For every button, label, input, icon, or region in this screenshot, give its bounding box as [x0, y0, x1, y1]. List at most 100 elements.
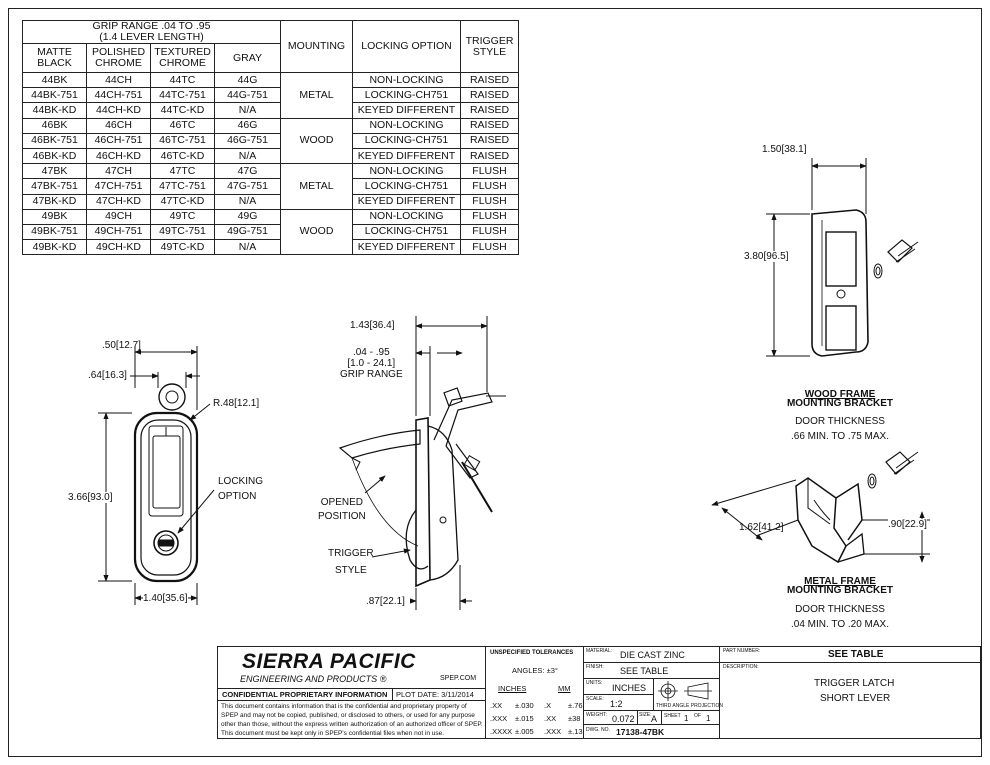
tolerance-angles: ANGLES: ±3°	[512, 666, 558, 675]
mounting-cell: WOOD	[280, 208, 353, 256]
tolerance-value: .XX	[544, 714, 557, 723]
description-caption: DESCRIPTION:	[723, 664, 759, 670]
dim-front-width: 1.40[35.6]	[143, 593, 188, 604]
metal-bracket-title-2: MOUNTING BRACKET	[786, 585, 894, 596]
scale-value: 1:2	[610, 699, 623, 709]
wood-door-thickness: DOOR THICKNESS	[795, 416, 885, 427]
confidential-notice: This document contains information that …	[221, 703, 483, 737]
dim-metal-right: .90[22.9]	[888, 519, 927, 530]
metal-door-thickness: DOOR THICKNESS	[795, 604, 885, 615]
wood-bracket-title: WOOD FRAME	[782, 389, 898, 400]
grip-callout-line3: GRIP RANGE	[340, 369, 403, 380]
tolerance-value: .XXX	[544, 727, 562, 736]
sheet-value: 1	[684, 714, 689, 723]
scale-cell	[584, 695, 654, 711]
description-line1: TRIGGER LATCH	[814, 678, 895, 689]
wood-bracket-title-2: MOUNTING BRACKET	[786, 398, 894, 409]
size-caption: SIZE:	[639, 712, 652, 718]
dim-front-radius: R.48[12.1]	[213, 398, 260, 409]
grip-range-title: GRIP RANGE .04 TO .95	[92, 20, 211, 32]
wood-frame-bracket	[766, 158, 919, 357]
part-number-caption: PART NUMBER:	[723, 648, 761, 654]
dim-metal-left: 1.62[41.2]	[739, 522, 784, 533]
third-angle-projection-icon	[658, 681, 712, 701]
opened-callout-line1: OPENED	[320, 497, 364, 508]
material-cell	[584, 647, 720, 663]
weight-cell	[584, 711, 638, 725]
col-textured-chrome-label: TEXTURED CHROME	[154, 46, 211, 70]
tolerance-value: ±.76	[568, 701, 583, 710]
metal-frame-bracket	[711, 451, 930, 564]
col-gray: GRAY	[214, 43, 281, 74]
trigger-callout-line2: STYLE	[334, 565, 367, 576]
drawing-sheet-border	[8, 8, 982, 757]
grip-range-header: GRIP RANGE .04 TO .95 (1.4 LEVER LENGTH)	[22, 19, 281, 45]
sheet-of-caption: OF	[694, 713, 701, 719]
grip-range-subtitle: (1.4 LEVER LENGTH)	[99, 31, 204, 44]
tolerance-title: UNSPECIFIED TOLERANCES	[490, 650, 574, 656]
material-caption: MATERIAL:	[586, 648, 613, 654]
sheet-caption: SHEET	[664, 713, 681, 719]
dwg-value: 17138-47BK	[616, 727, 665, 737]
dwg-caption: DWG. NO.	[586, 727, 610, 733]
tolerance-value: ±.030	[515, 701, 534, 710]
finish-cell	[584, 663, 720, 679]
tolerance-value: .X	[544, 701, 552, 710]
sheet-cell	[662, 711, 720, 725]
size-cell	[638, 711, 662, 725]
locking-callout-line1: LOCKING	[218, 476, 264, 487]
size-value: A	[651, 714, 658, 724]
projection-label: THIRD ANGLE PROJECTION	[656, 703, 723, 709]
trigger-cell: FLUSH	[460, 163, 519, 180]
confidential-label: CONFIDENTIAL PROPRIETARY INFORMATION	[222, 690, 388, 699]
confidential-cell	[218, 689, 393, 701]
tolerance-value: ±.13	[568, 727, 583, 736]
tolerance-value: .XXX	[490, 714, 508, 723]
dim-wood-height: 3.80[96.5]	[744, 251, 789, 262]
weight-caption: WEIGHT:	[586, 712, 607, 718]
tolerance-value: .XXXX	[490, 727, 513, 736]
col-matte-black-label: MATTE BLACK	[37, 46, 72, 70]
table-cell: 49BK-KD	[22, 239, 87, 256]
wood-title-line1: WOOD FRAME	[804, 389, 876, 400]
col-polished-chrome-label: POLISHED CHROME	[91, 46, 146, 70]
projection-cell	[654, 679, 720, 711]
trigger-callout-line1: TRIGGER	[328, 548, 374, 559]
metal-door-range: .04 MIN. TO .20 MAX.	[791, 619, 889, 630]
material-value: DIE CAST ZINC	[620, 650, 685, 660]
plot-date-cell	[393, 689, 486, 701]
company-website: SPEP.COM	[440, 675, 477, 682]
grip-range-callout: .04 - .95 [1.0 - 24.1] GRIP RANGE	[340, 347, 403, 380]
opened-position-callout: OPENED POSITION	[318, 497, 366, 522]
col-textured-chrome: TEXTURED CHROME	[150, 43, 215, 74]
table-cell: N/A	[214, 239, 281, 256]
tolerance-inches-head: INCHES	[498, 684, 527, 693]
units-value: INCHES	[612, 683, 647, 693]
trigger-cell: FLUSH	[460, 239, 519, 256]
grip-callout-line1: .04 - .95	[352, 347, 390, 358]
dim-front-ring: .64[16.3]	[88, 370, 127, 381]
mounting-cell: METAL	[280, 72, 353, 119]
dim-front-height: 3.66[93.0]	[68, 492, 113, 503]
metal-bracket-title: METAL FRAME	[804, 576, 876, 587]
tolerance-value: ±.005	[515, 727, 534, 736]
weight-value: 0.072	[612, 714, 635, 724]
dim-front-top-width: .50[12.7]	[102, 340, 141, 351]
notice-cell	[218, 701, 486, 739]
units-caption: UNITS:	[586, 680, 603, 686]
company-cell	[218, 647, 486, 689]
tolerance-value: .XX	[490, 701, 503, 710]
tolerance-value: ±38	[568, 714, 581, 723]
title-block: SIERRA PACIFIC ENGINEERING AND PRODUCTS …	[217, 646, 982, 739]
plot-date: PLOT DATE: 3/11/2014	[396, 690, 474, 699]
side-view-latch	[338, 316, 506, 610]
